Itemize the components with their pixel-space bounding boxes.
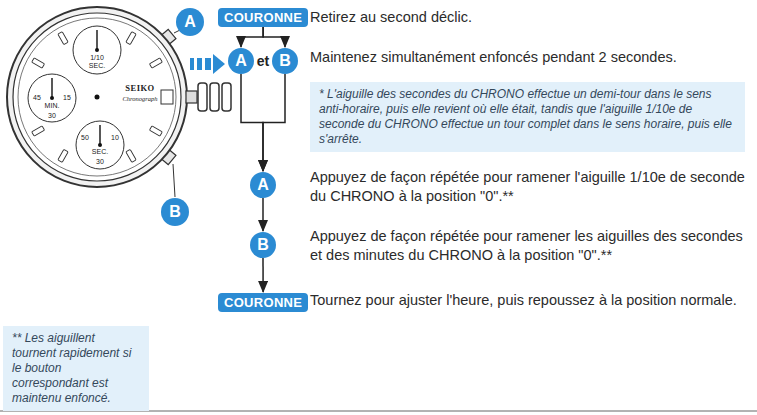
node-text: A <box>184 13 196 31</box>
flow-arrow <box>241 74 263 171</box>
dial-number: 10 <box>111 134 119 142</box>
node-text: A <box>257 176 269 194</box>
button-badge: B <box>250 232 276 258</box>
flow-arrow <box>241 27 263 47</box>
note-box: * L'aiguille des secondes du CHRONO effe… <box>310 82 745 152</box>
dial-number: 50 <box>81 134 89 142</box>
node-text: B <box>169 203 181 221</box>
model-name: Chronograph <box>122 95 157 102</box>
node-text: ** Les aiguillent tournent rapidement si… <box>12 331 131 405</box>
node-text: B <box>257 236 269 254</box>
button-badge: A <box>250 172 276 198</box>
instruction-text: Appuyez de façon répétée pour ramener le… <box>310 227 745 265</box>
flow-arrow <box>263 74 285 171</box>
dial-number: 45 <box>33 94 41 102</box>
node-text: COURONNE <box>224 10 302 25</box>
dial-label: MIN. <box>45 102 60 110</box>
dial-number: 30 <box>96 158 104 166</box>
button-badge: A <box>228 48 254 74</box>
node-text: B <box>279 52 291 70</box>
instruction-text: Maintenez simultanément enfoncés pendant… <box>310 48 745 67</box>
button-callout: A <box>176 8 204 36</box>
flow-arrow <box>263 27 285 47</box>
footnote-box: ** Les aiguillent tournent rapidement si… <box>3 326 149 411</box>
instruction-text: Tournez pour ajuster l'heure, puis repou… <box>310 291 745 310</box>
brand-name: SEIKO <box>125 84 154 93</box>
dial-number: 30 <box>48 112 56 120</box>
node-text: COURONNE <box>224 295 302 310</box>
node-text: * L'aiguille des secondes du CHRONO effe… <box>319 87 732 146</box>
conjunction: et <box>257 53 269 69</box>
flow-arrow <box>262 198 264 231</box>
dial-label: SEC. <box>89 62 105 70</box>
button-callout: B <box>161 198 189 226</box>
node-text: A <box>235 52 247 70</box>
instruction-text: Retirez au second déclic. <box>310 8 745 27</box>
dial-label: SEC. <box>92 148 108 156</box>
crown-badge: COURONNE <box>218 8 308 27</box>
dial-number: 15 <box>63 94 71 102</box>
dial-label: 1/10 <box>90 54 104 62</box>
button-badge: B <box>272 48 298 74</box>
instruction-text: Appuyez de façon répétée pour ramener l'… <box>310 168 745 206</box>
flow-arrow <box>262 258 264 292</box>
crown-badge: COURONNE <box>218 293 308 312</box>
